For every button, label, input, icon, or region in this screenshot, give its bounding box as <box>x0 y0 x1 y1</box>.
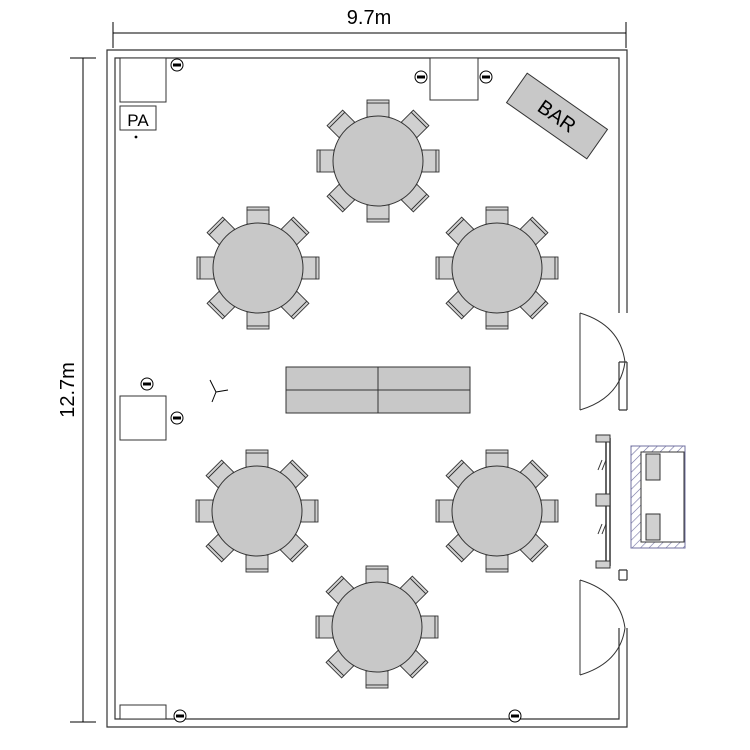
room-walls <box>106 49 628 728</box>
chair <box>301 256 320 280</box>
bar-counter: BAR <box>505 72 609 160</box>
pa-label: PA <box>127 111 149 130</box>
speaker-icon <box>170 411 184 425</box>
round-table <box>435 449 559 573</box>
speaker-icon <box>170 58 184 72</box>
corner-cabinet-bottom-left <box>119 704 167 720</box>
side-cabinet-left <box>119 395 167 441</box>
chair <box>300 499 319 523</box>
stage-area <box>630 445 686 549</box>
chair <box>365 565 389 584</box>
chair <box>400 183 430 213</box>
coat-rack <box>595 434 611 569</box>
chair <box>540 256 559 280</box>
width-label: 9.7m <box>347 7 391 29</box>
chair <box>196 256 215 280</box>
height-dimension: 12.7m <box>57 57 96 723</box>
speakers <box>140 58 522 723</box>
rect-tables <box>285 366 471 414</box>
chair <box>316 149 335 173</box>
round-table-top <box>332 115 424 207</box>
chair <box>519 533 549 563</box>
chair <box>205 533 235 563</box>
round-table <box>196 206 320 330</box>
chair <box>246 206 270 225</box>
speaker-icon <box>479 70 493 84</box>
chair <box>195 499 214 523</box>
chair <box>421 149 440 173</box>
chair <box>245 449 269 468</box>
chair <box>435 256 454 280</box>
speaker-icon <box>173 709 187 723</box>
chair <box>445 290 475 320</box>
stage-seat <box>645 513 661 541</box>
round-table-top <box>212 222 304 314</box>
chair <box>326 109 356 139</box>
chair <box>485 206 509 225</box>
chair <box>325 649 355 679</box>
chair <box>485 449 509 468</box>
round-table-top <box>451 465 543 557</box>
door-lower[interactable] <box>579 579 626 676</box>
door-upper[interactable] <box>579 312 626 411</box>
height-label: 12.7m <box>57 362 79 418</box>
round-table <box>435 206 559 330</box>
chair <box>279 533 309 563</box>
chair <box>279 459 309 489</box>
chair <box>519 290 549 320</box>
chair <box>400 109 430 139</box>
cabinet-top-center <box>429 57 479 101</box>
round-tables <box>195 99 559 689</box>
speaker-icon <box>140 377 154 391</box>
chair <box>366 99 390 118</box>
chair <box>540 499 559 523</box>
chair <box>206 290 236 320</box>
round-table-top <box>451 222 543 314</box>
chair <box>445 216 475 246</box>
corner-cabinet-top-left <box>119 57 167 103</box>
rect-table <box>285 366 379 391</box>
chair <box>399 649 429 679</box>
chair <box>485 554 509 573</box>
chair <box>519 459 549 489</box>
chair <box>366 204 390 223</box>
round-table <box>195 449 319 573</box>
rect-table <box>377 389 471 414</box>
chair <box>315 615 334 639</box>
chair <box>365 670 389 689</box>
width-dimension: 9.7m <box>112 7 627 48</box>
fan-icon <box>209 379 229 403</box>
chair <box>420 615 439 639</box>
round-table-top <box>331 581 423 673</box>
chair <box>325 575 355 605</box>
rect-table <box>285 389 379 414</box>
chair <box>246 311 270 330</box>
round-table <box>316 99 440 223</box>
chair <box>445 533 475 563</box>
speaker-icon <box>508 709 522 723</box>
chair <box>245 554 269 573</box>
chair <box>485 311 509 330</box>
speaker-icon <box>414 70 428 84</box>
rect-table <box>377 366 471 391</box>
round-table <box>315 565 439 689</box>
chair <box>435 499 454 523</box>
round-table-top <box>211 465 303 557</box>
pa-equipment: PA <box>119 105 157 139</box>
stage-seat <box>645 453 661 481</box>
